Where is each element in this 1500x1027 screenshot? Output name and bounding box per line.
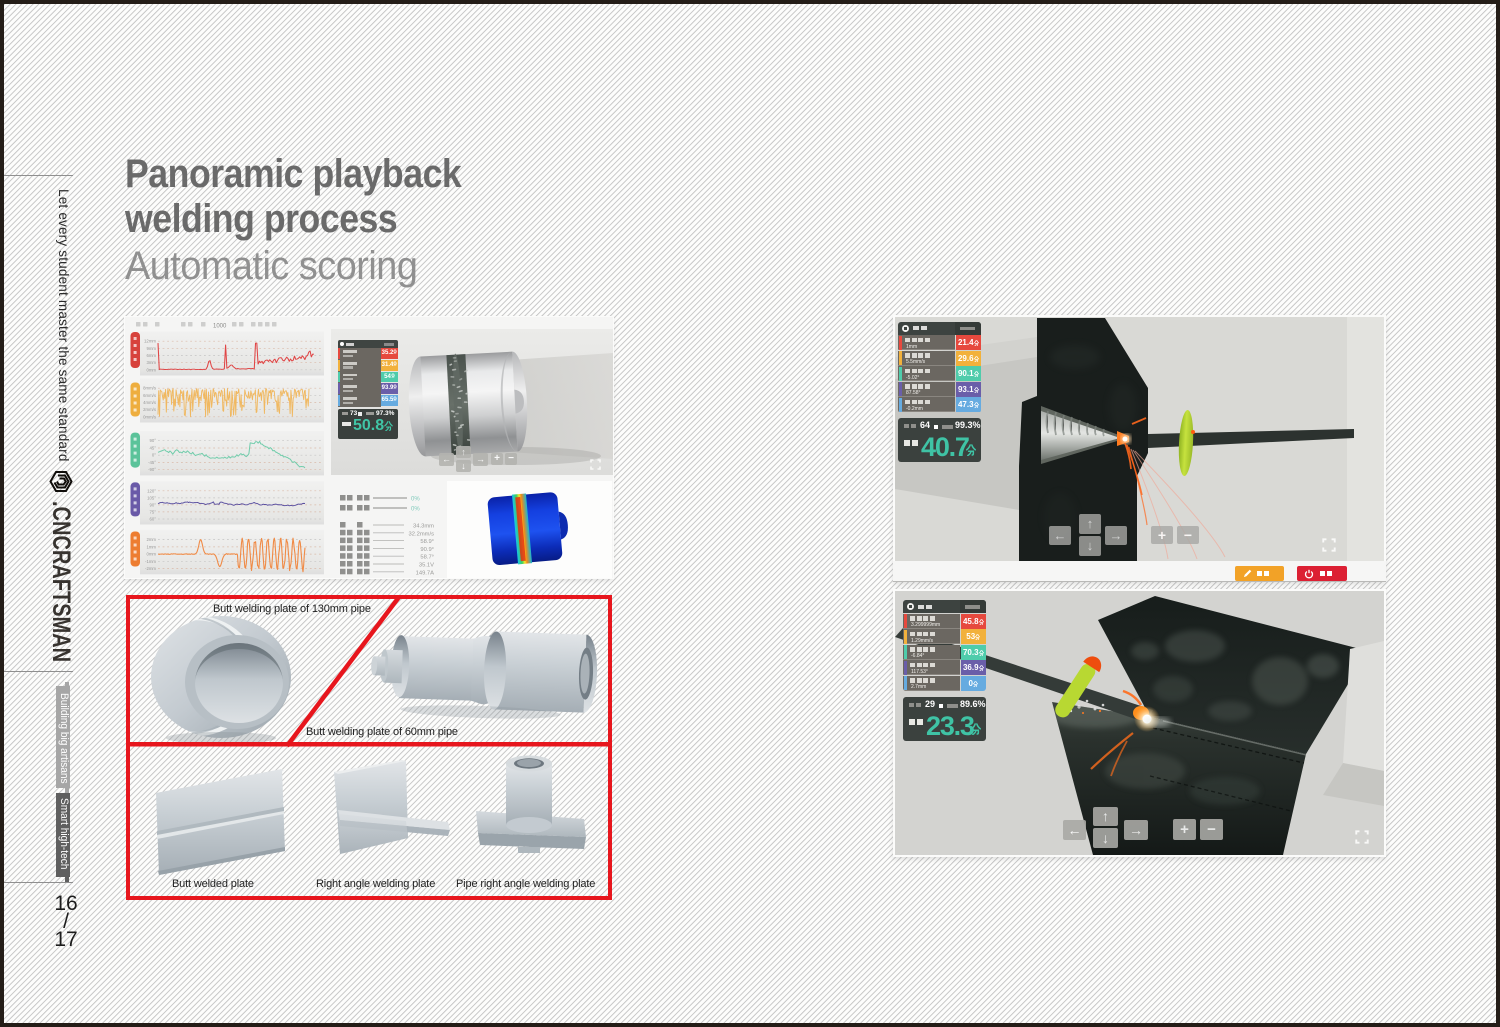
- svg-text:-45°: -45°: [148, 460, 156, 465]
- svg-text:0mm/s: 0mm/s: [143, 414, 156, 419]
- svg-text:-1mm: -1mm: [145, 559, 156, 564]
- svg-text:58.7°: 58.7°: [420, 555, 434, 561]
- svg-text:1000: 1000: [213, 324, 227, 330]
- svg-text:90°: 90°: [150, 438, 157, 443]
- svg-text:60°: 60°: [150, 517, 157, 522]
- svg-text:34.3mm: 34.3mm: [413, 524, 434, 530]
- svg-text:32.2mm/s: 32.2mm/s: [409, 531, 435, 537]
- svg-text:6mm: 6mm: [146, 353, 156, 358]
- svg-text:4mm/s: 4mm/s: [143, 400, 156, 405]
- svg-text:90°: 90°: [150, 502, 157, 507]
- svg-text:8mm/s: 8mm/s: [143, 386, 156, 391]
- svg-text:105°: 105°: [147, 495, 156, 500]
- svg-text:35.1V: 35.1V: [419, 563, 434, 569]
- svg-text:0%: 0%: [411, 497, 420, 503]
- svg-text:0%: 0%: [411, 507, 420, 513]
- svg-text:0mm: 0mm: [146, 367, 156, 372]
- svg-text:6mm/s: 6mm/s: [143, 393, 156, 398]
- svg-text:2mm: 2mm: [146, 537, 156, 542]
- svg-text:2mm/s: 2mm/s: [143, 407, 156, 412]
- svg-text:149.7A: 149.7A: [416, 570, 435, 576]
- svg-text:-2mm: -2mm: [145, 566, 156, 571]
- svg-text:3mm: 3mm: [146, 360, 156, 365]
- svg-text:0°: 0°: [152, 453, 156, 458]
- svg-text:75°: 75°: [150, 509, 157, 514]
- svg-text:45°: 45°: [150, 446, 157, 451]
- svg-text:120°: 120°: [147, 488, 156, 493]
- svg-text:1mm: 1mm: [146, 544, 156, 549]
- svg-text:9mm: 9mm: [146, 346, 156, 351]
- svg-text:0mm: 0mm: [146, 552, 156, 557]
- svg-text:90.9°: 90.9°: [420, 547, 434, 553]
- svg-text:12mm: 12mm: [144, 339, 156, 344]
- svg-text:-90°: -90°: [148, 467, 156, 472]
- svg-text:58.9°: 58.9°: [420, 539, 434, 545]
